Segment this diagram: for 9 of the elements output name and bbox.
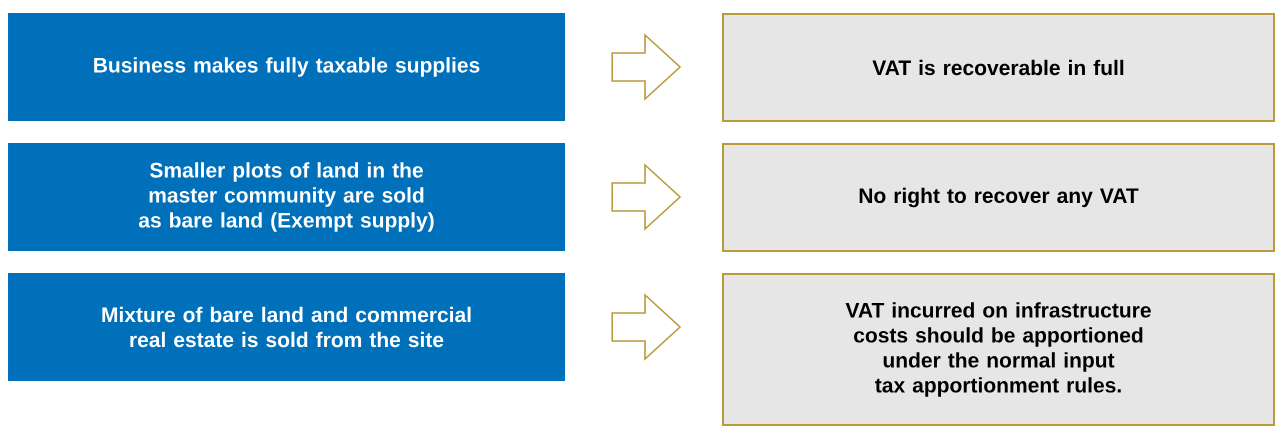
outcome-box: No right to recover any VAT [722,143,1275,252]
outcome-box: VAT incurred on infrastructure costs should be apportioned under the normal input tax apportionment rules. [722,273,1275,426]
condition-box: Business makes fully taxable supplies [8,13,565,121]
block-arrow [611,163,682,231]
condition-box: Smaller plots of land in the master community are sold as bare land (Exempt supply) [8,143,565,251]
condition-box: Mixture of bare land and commercial real estate is sold from the site [8,273,565,381]
outcome-box: VAT is recoverable in full [722,13,1275,122]
block-arrow [611,33,682,101]
block-arrow [611,293,682,361]
